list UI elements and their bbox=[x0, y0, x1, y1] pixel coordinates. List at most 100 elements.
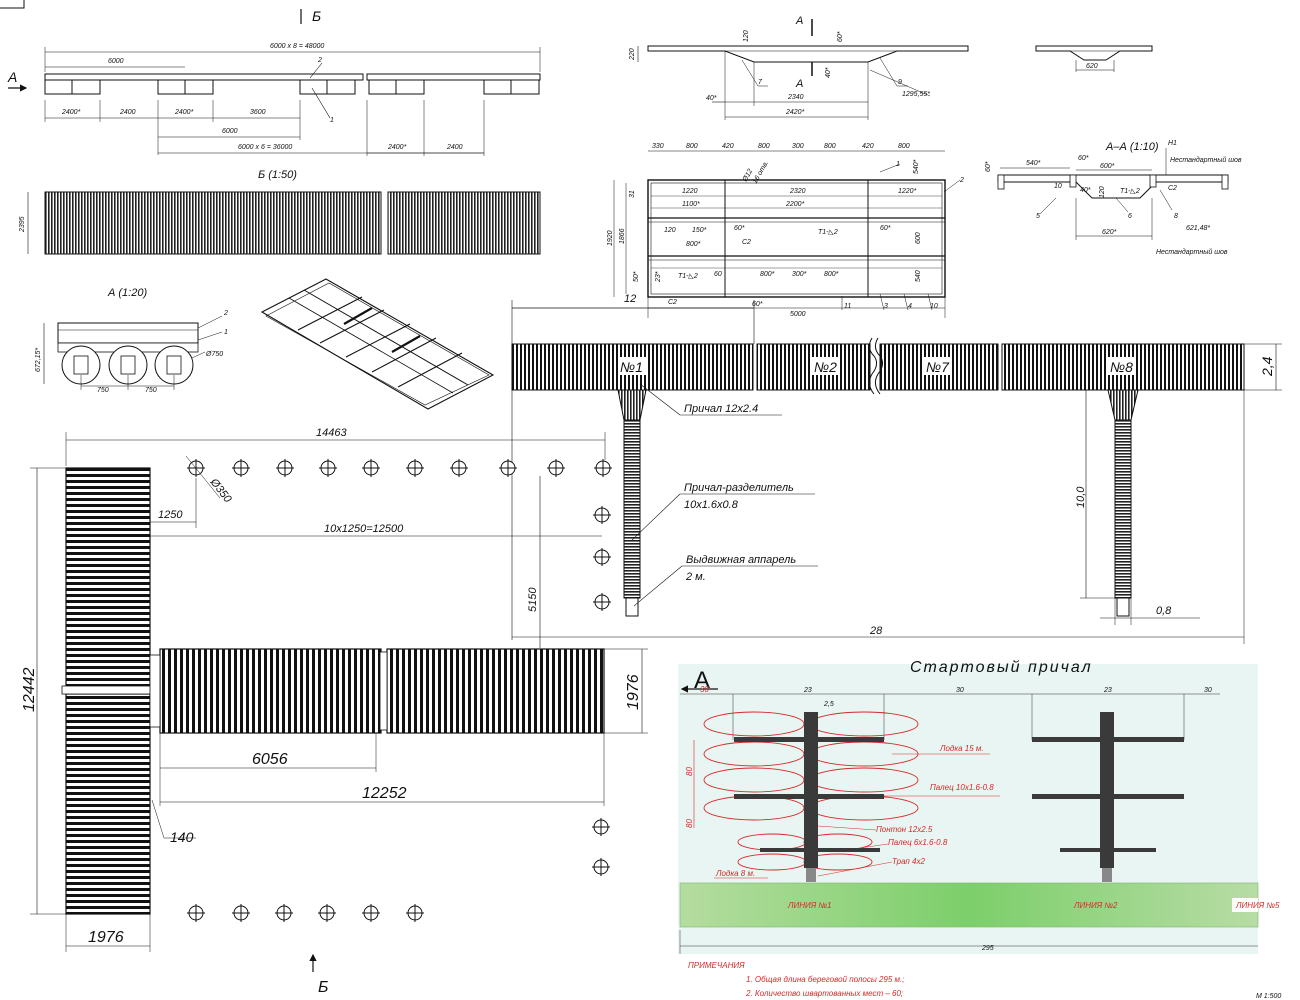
side-height: 220 bbox=[629, 48, 636, 61]
view-b: Б (1:50) 2395 bbox=[19, 169, 541, 255]
sp-25: 2,5 bbox=[823, 701, 834, 708]
dim-5150: 5150 bbox=[527, 587, 539, 612]
sp-top-4: 30 bbox=[1204, 687, 1212, 694]
frame-side: А А 220 120 60* 40* 7 9 40* 2340 2420* 1… bbox=[629, 15, 969, 120]
dim-6000b: 6000 bbox=[222, 128, 238, 135]
aa-b1: 621,48* bbox=[1186, 225, 1210, 232]
fp-low-2: 300* bbox=[792, 271, 807, 278]
fp-bl-2: 4 bbox=[908, 303, 912, 310]
sp-side-1: 80 bbox=[685, 819, 694, 828]
fp-weld-1: Т1-◺2 bbox=[678, 273, 698, 280]
aa-b0: 620* bbox=[1102, 229, 1117, 236]
plan-deck-vertical-top bbox=[65, 467, 151, 687]
plan-width-top: 14463 bbox=[316, 427, 347, 439]
view-a-height: 672,15* bbox=[35, 348, 42, 372]
sp-side-0: 80 bbox=[685, 767, 694, 776]
aa-c2: С2 bbox=[1168, 185, 1177, 192]
fp-holes: 16 отв. bbox=[752, 160, 771, 185]
fp-low-1: 800* bbox=[760, 271, 775, 278]
view-b-height: 2395 bbox=[19, 216, 26, 233]
fp-top-4: 300 bbox=[792, 143, 804, 150]
line-1: ЛИНИЯ №1 bbox=[787, 901, 832, 910]
pile-diam: Ø350 bbox=[207, 476, 234, 506]
marker-b-top: Б bbox=[312, 8, 321, 24]
plan-deck-vertical-bottom bbox=[65, 693, 151, 915]
dim-total: 6000 x 8 = 48000 bbox=[270, 43, 324, 50]
leader-2: 2 bbox=[317, 57, 322, 64]
fp-top-7: 800 bbox=[898, 143, 910, 150]
fp-bl-3: 10 bbox=[930, 303, 938, 310]
dim-08: 0,8 bbox=[1156, 605, 1172, 617]
start-marker-a: А bbox=[694, 667, 710, 694]
dim-1250: 1250 bbox=[158, 509, 183, 521]
sp-top-3: 23 bbox=[1103, 687, 1112, 694]
side-d3: 40* bbox=[825, 67, 832, 78]
side-leader-7: 7 bbox=[758, 79, 763, 86]
ramp-right bbox=[1116, 597, 1130, 617]
pier-no-2: №2 bbox=[814, 359, 837, 375]
pier-no-7: №7 bbox=[926, 359, 950, 375]
fp-length: 5000 bbox=[790, 311, 806, 318]
aa-s-2: 120 bbox=[1099, 186, 1106, 198]
shore-strip bbox=[679, 882, 1259, 928]
view-a-diam: Ø750 bbox=[205, 351, 223, 358]
marker-a-left: А bbox=[7, 69, 17, 85]
dim-10: 10,0 bbox=[1075, 486, 1087, 508]
fp-top-2: 420 bbox=[722, 143, 734, 150]
fp-mid-2: 800* bbox=[686, 241, 701, 248]
leader-1: 1 bbox=[330, 117, 334, 124]
label-finger1: Палец 10х1.6-0.8 bbox=[930, 783, 994, 792]
sp-top-0: 30 bbox=[700, 685, 709, 694]
fp-bl-0: 11 bbox=[844, 303, 851, 310]
side-d1: 120 bbox=[743, 30, 750, 42]
label-pontoon: Понтон 12х2.5 bbox=[876, 825, 933, 834]
ramp-label-1: Выдвижная аппарель bbox=[686, 554, 796, 566]
view-a-sp-2: 750 bbox=[145, 387, 157, 394]
dim-r1-a: 2400* bbox=[61, 109, 81, 116]
view-a-leader-1: 1 bbox=[224, 329, 228, 336]
start-pier-panel: Стартовый причал А 30 23 30 23 30 2,5 bbox=[678, 659, 1281, 1000]
aa-top-0: 540* bbox=[1026, 160, 1041, 167]
fp-bl-1: 3 bbox=[884, 303, 888, 310]
fp-right-0: 600 bbox=[915, 232, 922, 244]
line-2: ЛИНИЯ №2 bbox=[1073, 901, 1118, 910]
label-gangway: Трап 4х2 bbox=[892, 857, 926, 866]
fp-left-2: 1866 bbox=[619, 228, 626, 244]
fp-right-1: 540 bbox=[915, 270, 922, 282]
sheet-corner bbox=[0, 0, 25, 9]
dim-span: 6000 bbox=[108, 58, 124, 65]
dim-12500: 10х1250=12500 bbox=[324, 523, 404, 535]
plan-marker-b: Б bbox=[318, 979, 328, 996]
aa-title: А–А (1:10) bbox=[1105, 141, 1159, 153]
aa-nonstd-2: Нестандартный шов bbox=[1156, 248, 1228, 256]
fp-left-0: 31 bbox=[629, 190, 636, 198]
side-b4: 1295,55* bbox=[902, 91, 930, 98]
note-1: 1. Общая длина береговой полосы 295 м.; bbox=[746, 975, 904, 984]
plan-view: 14463 Ø350 1250 10х1250=12500 5150 bbox=[21, 427, 648, 996]
pier-label: Причал 12х2.4 bbox=[684, 403, 758, 415]
aa-60: 60* bbox=[985, 161, 992, 172]
aa-l6: 6 bbox=[1128, 213, 1132, 220]
divider-left bbox=[623, 419, 641, 599]
divider-label-1: Причал-разделитель bbox=[684, 482, 794, 494]
pier-dim-12: 12 bbox=[624, 293, 636, 305]
view-b-deck-left bbox=[44, 191, 382, 255]
fp-left-3: 50* bbox=[633, 271, 640, 282]
plan-deck-horizontal-left bbox=[159, 648, 382, 734]
fp-top-3: 800 bbox=[758, 143, 770, 150]
view-a-title: А (1:20) bbox=[107, 287, 147, 299]
plan-1976-right: 1976 bbox=[625, 674, 642, 710]
start-pier-1 bbox=[734, 712, 884, 882]
section-aa: А–А (1:10) Н1 Нестандартный шов Нестанда… bbox=[985, 140, 1242, 256]
fp-left-4: 23* bbox=[655, 271, 662, 283]
dim-r1-d: 3600 bbox=[250, 109, 266, 116]
fp-top-6: 420 bbox=[862, 143, 874, 150]
piles-bottom bbox=[187, 818, 610, 922]
plan-6056: 6056 bbox=[252, 751, 288, 768]
fp-r2-0: 1100* bbox=[682, 201, 700, 208]
divider-label-2: 10х1.6х0.8 bbox=[684, 499, 739, 511]
view-a: А (1:20) 2 1 Ø750 672,15* 750 750 bbox=[35, 287, 228, 394]
side-marker-a-top: А bbox=[795, 15, 803, 27]
fp-r2-1: 2200* bbox=[785, 201, 805, 208]
